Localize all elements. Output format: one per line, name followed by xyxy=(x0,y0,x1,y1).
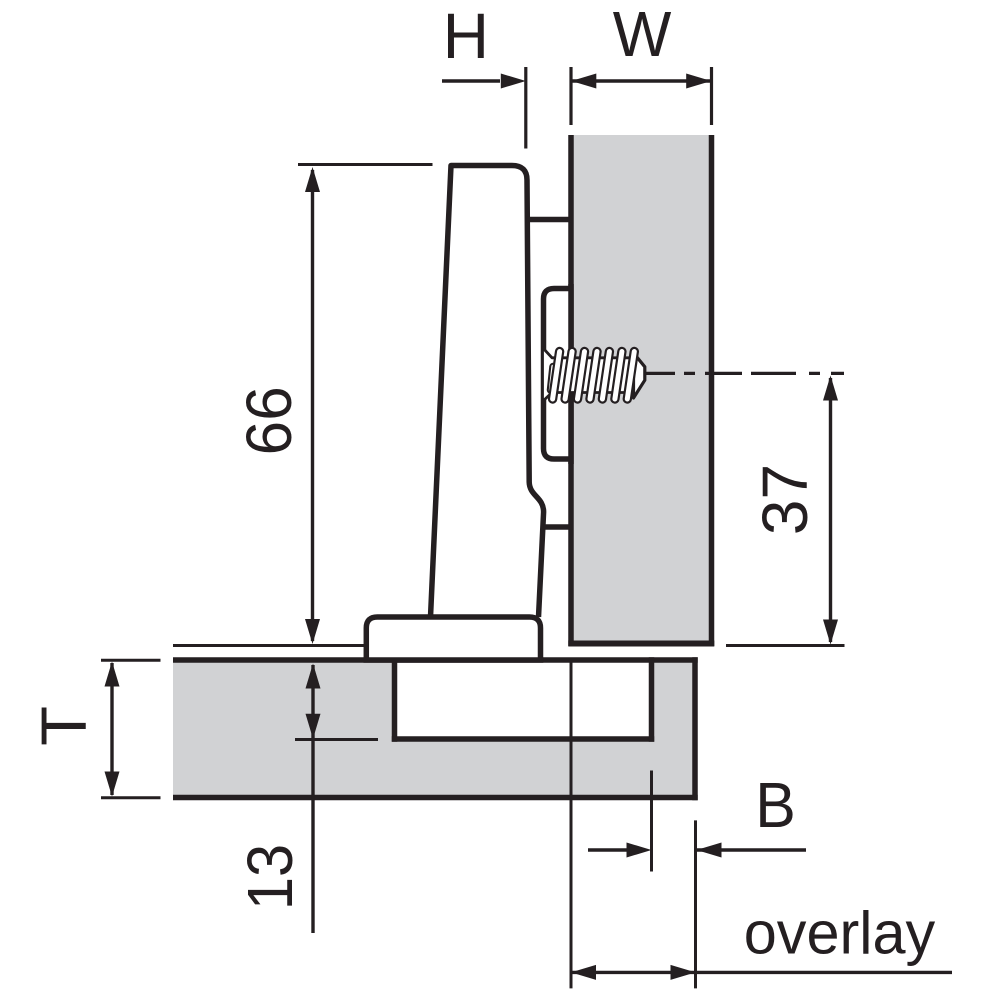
dim-t-arrow-bottom xyxy=(104,771,120,797)
dim-t-arrow-top xyxy=(104,661,120,687)
dim-b-arrow-left xyxy=(626,842,652,858)
dim-overlay-arrow-right xyxy=(670,964,696,980)
dimension-overlay xyxy=(569,662,952,989)
dim-13-arrow-bottom xyxy=(305,713,321,739)
dim-w-arrow-left xyxy=(571,73,597,89)
dimension-h xyxy=(442,67,528,149)
screw-threads xyxy=(547,346,639,404)
dim-w-arrow-right xyxy=(686,73,712,89)
label-overlay: overlay xyxy=(744,899,936,966)
dimension-w xyxy=(569,67,714,125)
dim-b-arrow-right xyxy=(696,842,722,858)
cup-flange xyxy=(363,614,544,660)
label-66: 66 xyxy=(234,386,305,455)
door-panel xyxy=(173,656,698,801)
dimension-t xyxy=(101,658,161,800)
dim-66-arrow-top xyxy=(305,167,320,192)
dim-37-arrow-top xyxy=(823,375,838,401)
label-13: 13 xyxy=(235,844,306,910)
label-t: T xyxy=(27,706,99,746)
mounting-screw xyxy=(541,346,647,404)
dimension-13 xyxy=(295,663,378,933)
dim-h-arrow xyxy=(500,73,526,89)
cup-bore-cutout xyxy=(394,656,652,739)
hinge-arm xyxy=(427,162,571,618)
hinge-arm-outline xyxy=(427,162,547,618)
dimension-66 xyxy=(298,163,433,644)
dim-66-arrow-bottom xyxy=(305,619,320,644)
dim-13-arrow-top xyxy=(305,663,321,689)
dimension-b xyxy=(588,770,806,989)
dimension-37 xyxy=(823,375,838,645)
dim-overlay-arrow-left xyxy=(571,964,596,980)
dim-37-arrow-bottom xyxy=(823,619,838,645)
label-w: W xyxy=(613,0,672,70)
label-b: B xyxy=(755,770,796,842)
label-h: H xyxy=(443,0,489,72)
label-37: 37 xyxy=(749,464,821,535)
